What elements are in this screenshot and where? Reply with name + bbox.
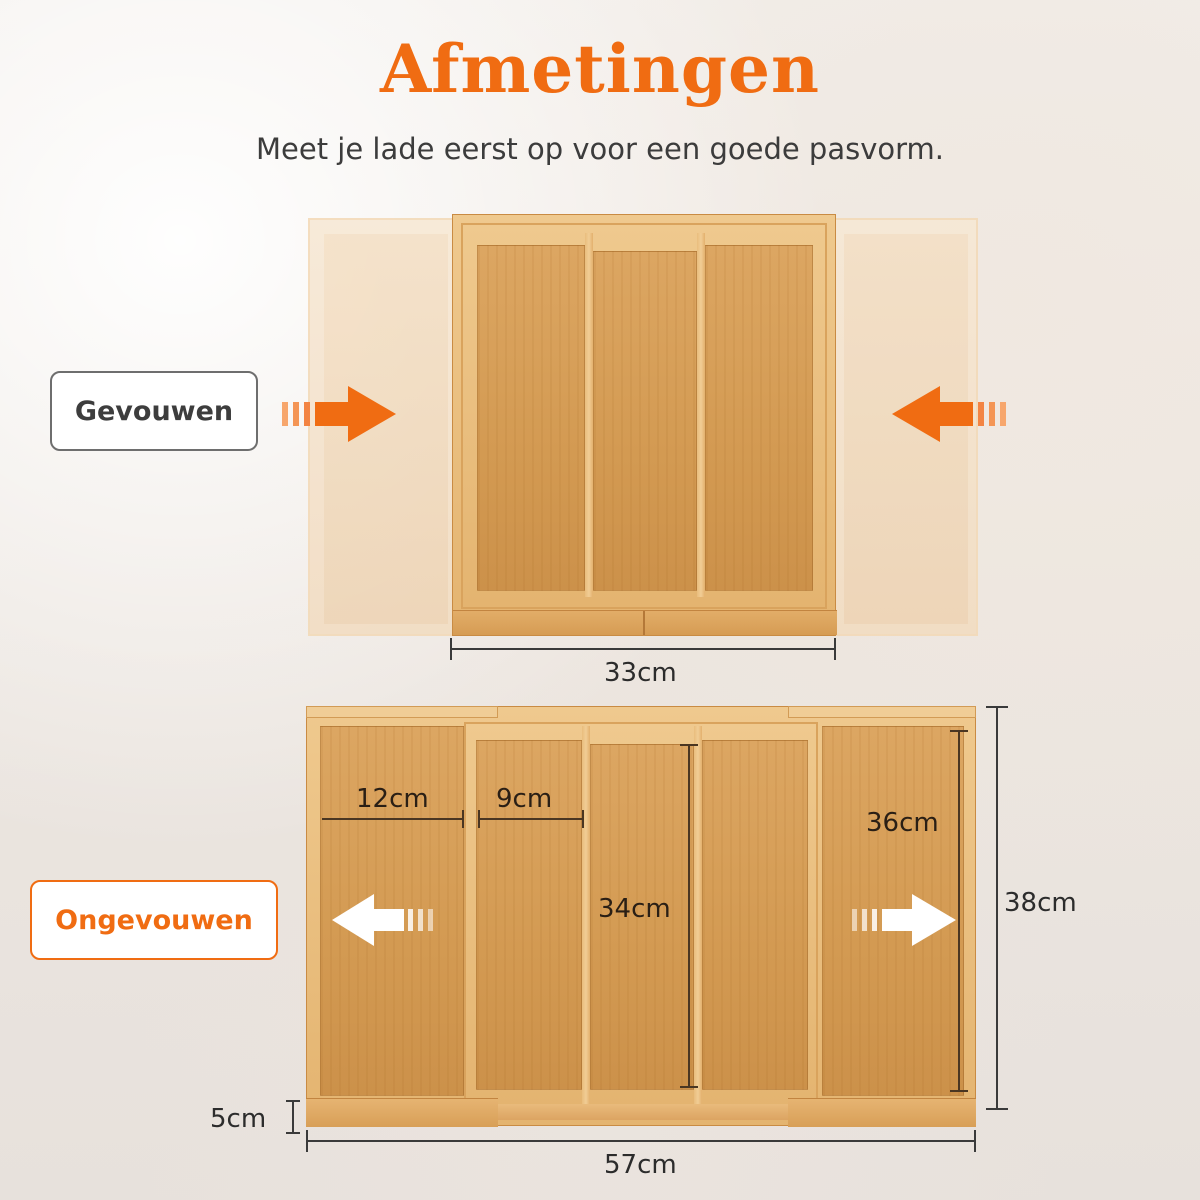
folded-width-line — [450, 648, 836, 650]
outer-length-measure: 36cm — [866, 808, 939, 838]
folded-compartment-3 — [705, 245, 813, 591]
arrow-right-icon — [282, 386, 396, 442]
page-subtitle: Meet je lade eerst op voor een goede pas… — [256, 132, 944, 166]
folded-width-measure: 33cm — [604, 658, 677, 688]
unfolded-compartment-4 — [702, 740, 808, 1090]
unfolded-label-tag: Ongevouwen — [30, 880, 278, 960]
unfolded-compartment-2 — [476, 740, 582, 1090]
outer-compartment-width-measure: 12cm — [356, 784, 429, 814]
total-depth-measure: 38cm — [1004, 888, 1077, 918]
folded-label: Gevouwen — [74, 395, 234, 427]
inner-length-measure: 34cm — [598, 894, 671, 924]
ghost-extension-left — [308, 218, 460, 636]
folded-tray — [452, 214, 837, 636]
unfolded-label: Ongevouwen — [55, 904, 253, 936]
folded-compartment-2 — [593, 251, 697, 591]
total-depth-line — [996, 706, 998, 1110]
arrow-left-icon — [332, 894, 433, 946]
folded-label-tag: Gevouwen — [50, 371, 258, 451]
height-measure: 5cm — [210, 1104, 267, 1134]
folded-compartment-1 — [477, 245, 585, 591]
page-title: Afmetingen — [380, 30, 820, 108]
outer-length-line — [958, 730, 960, 1092]
inner-compartment-width-measure: 9cm — [496, 784, 553, 814]
height-line — [292, 1100, 294, 1134]
total-width-line — [306, 1140, 976, 1142]
unfolded-compartment-3 — [590, 744, 694, 1090]
inner-compartment-width-line — [478, 818, 582, 820]
arrow-left-icon — [892, 386, 1006, 442]
arrow-right-icon — [852, 894, 956, 946]
total-width-measure: 57cm — [604, 1150, 677, 1180]
inner-length-line — [688, 744, 690, 1088]
ghost-extension-right — [832, 218, 978, 636]
outer-compartment-width-line — [322, 818, 462, 820]
